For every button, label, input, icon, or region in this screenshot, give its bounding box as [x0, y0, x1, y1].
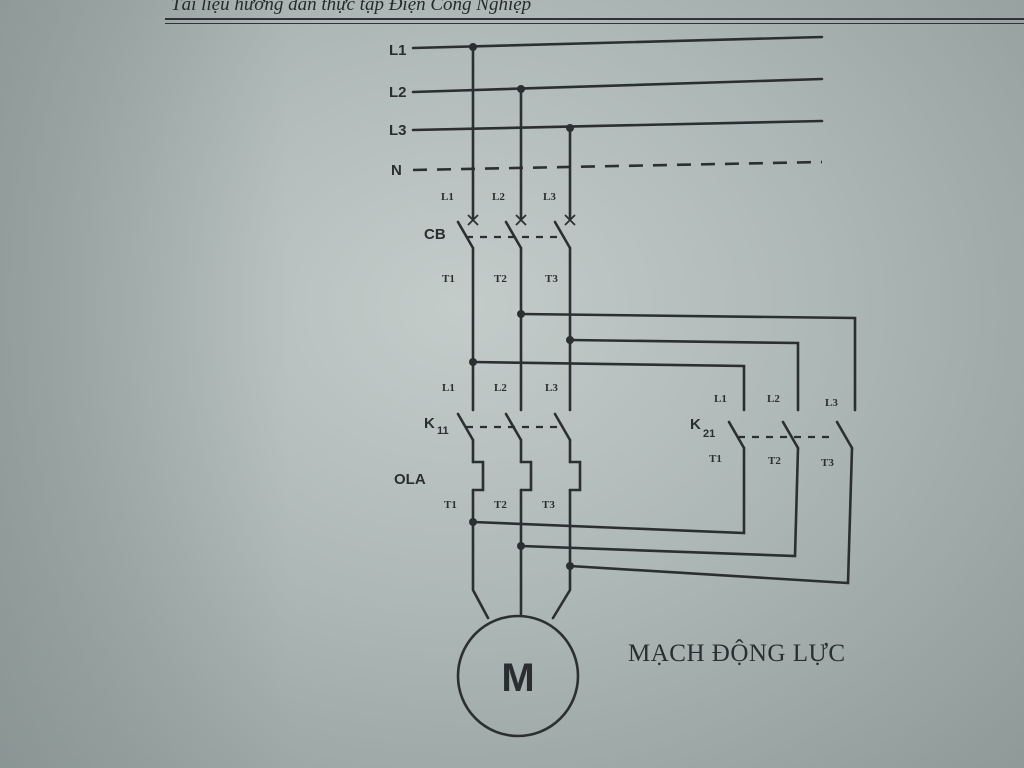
supply-bus: L1 L2 L3 N	[389, 35, 824, 179]
contactor-k21: L1 L2 L3 K 21 T1 T2 T3	[690, 393, 854, 469]
k11-label-sub: 11	[437, 425, 449, 437]
header-rule-thin	[165, 23, 1024, 24]
ola-thermal-element-3	[568, 460, 582, 492]
cb-cross-marks	[467, 214, 576, 226]
junction-dot	[566, 336, 574, 344]
k21-output-label-2: T2	[768, 455, 781, 467]
junction-dot	[517, 310, 525, 318]
k21-input-label-1: L1	[714, 393, 727, 405]
bus-line-n	[412, 160, 823, 172]
k11-input-label-3: L3	[545, 382, 558, 394]
bus-label-l3: L3	[389, 122, 407, 139]
k21-output-label-3: T3	[821, 457, 834, 469]
header-text: Tài liệu hướng dẫn thực tập Điện Công Ng…	[171, 0, 532, 15]
bus-label-n: N	[391, 162, 402, 179]
cb-input-label-2: L2	[492, 191, 505, 203]
k21-label-sub: 21	[703, 428, 715, 440]
reverse-wire-2	[519, 446, 800, 558]
bus-label-l2: L2	[389, 84, 407, 101]
diagram-title: MẠCH ĐỘNG LỰC	[628, 640, 846, 667]
circuit-breaker-cb: L1 L2 L3 CB T1 T2 T3	[424, 191, 576, 285]
k21-output-label-1: T1	[709, 453, 722, 465]
bus-line-l1	[411, 35, 824, 50]
motor-label: M	[501, 656, 534, 700]
ola-thermal-element-1	[471, 460, 485, 492]
k21-label-main: K	[690, 416, 701, 433]
reversing-wires	[469, 446, 854, 585]
reverse-wire-3	[568, 446, 854, 585]
tap-wire-l1	[471, 360, 746, 412]
k21-input-label-3: L3	[825, 397, 838, 409]
header-rule	[165, 18, 1024, 20]
cb-output-label-2: T2	[494, 273, 507, 285]
motor-symbol	[456, 614, 580, 738]
motor: M	[456, 614, 580, 738]
k11-label-main: K	[424, 415, 435, 432]
cb-input-label-1: L1	[441, 191, 454, 203]
motor-leads	[471, 520, 572, 620]
k11-input-label-1: L1	[442, 382, 455, 394]
ola-output-label-1: T1	[444, 499, 457, 511]
cb-output-label-1: T1	[442, 273, 455, 285]
ola-output-label-3: T3	[542, 499, 555, 511]
cb-to-contactor-wires	[469, 246, 857, 412]
page-header: Tài liệu hướng dẫn thực tập Điện Công Ng…	[165, 0, 1024, 34]
tap-wire-l2	[568, 338, 800, 412]
reverse-wire-1	[471, 446, 746, 535]
ola-thermal-element-2	[519, 460, 533, 492]
overload-relay-ola: OLA T1 T2 T3	[394, 438, 582, 568]
bus-line-l3	[411, 119, 824, 132]
cb-label: CB	[424, 226, 446, 243]
ola-label: OLA	[394, 471, 426, 488]
ola-output-label-2: T2	[494, 499, 507, 511]
cb-output-label-3: T3	[545, 273, 558, 285]
tap-wire-l3	[519, 312, 857, 412]
junction-dot	[469, 358, 477, 366]
bus-label-l1: L1	[389, 42, 407, 59]
breaker-feed-wires	[471, 45, 572, 220]
bus-line-l2	[411, 77, 824, 94]
k11-input-label-2: L2	[494, 382, 507, 394]
contactor-k11: L1 L2 L3 K 11	[424, 382, 572, 442]
cb-input-label-3: L3	[543, 191, 556, 203]
k21-input-label-2: L2	[767, 393, 780, 405]
